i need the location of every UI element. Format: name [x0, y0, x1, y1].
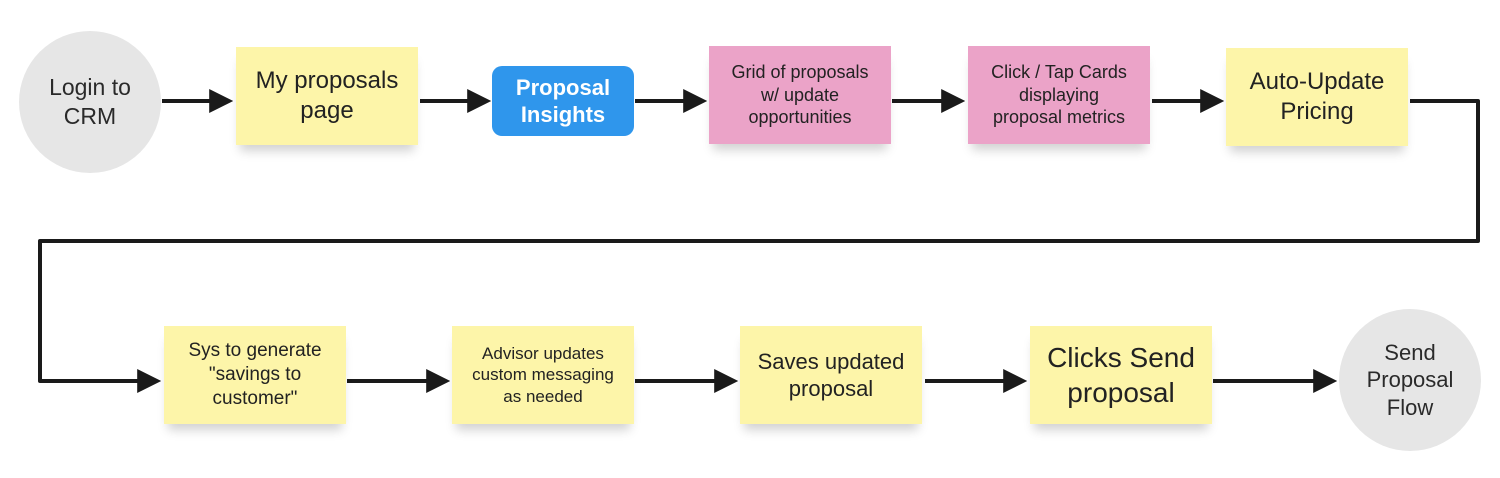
login-to-crm-node: Login to CRM	[19, 31, 161, 173]
grid-of-proposals-note: Grid of proposals w/ update opportunitie…	[709, 46, 891, 144]
advisor-updates-messaging-note: Advisor updates custom messaging as need…	[452, 326, 634, 424]
proposal-insights-button[interactable]: Proposal Insights	[492, 66, 634, 136]
auto-update-pricing-note: Auto-Update Pricing	[1226, 48, 1408, 146]
click-tap-cards-note: Click / Tap Cards displaying proposal me…	[968, 46, 1150, 144]
clicks-send-proposal-note: Clicks Send proposal	[1030, 326, 1212, 424]
arrow-auto-update-to-sys-generate	[38, 99, 1480, 393]
saves-updated-proposal-note: Saves updated proposal	[740, 326, 922, 424]
send-proposal-flow-node: Send Proposal Flow	[1339, 309, 1481, 451]
sys-generate-savings-note: Sys to generate "savings to customer"	[164, 326, 346, 424]
my-proposals-page-note: My proposals page	[236, 47, 418, 145]
